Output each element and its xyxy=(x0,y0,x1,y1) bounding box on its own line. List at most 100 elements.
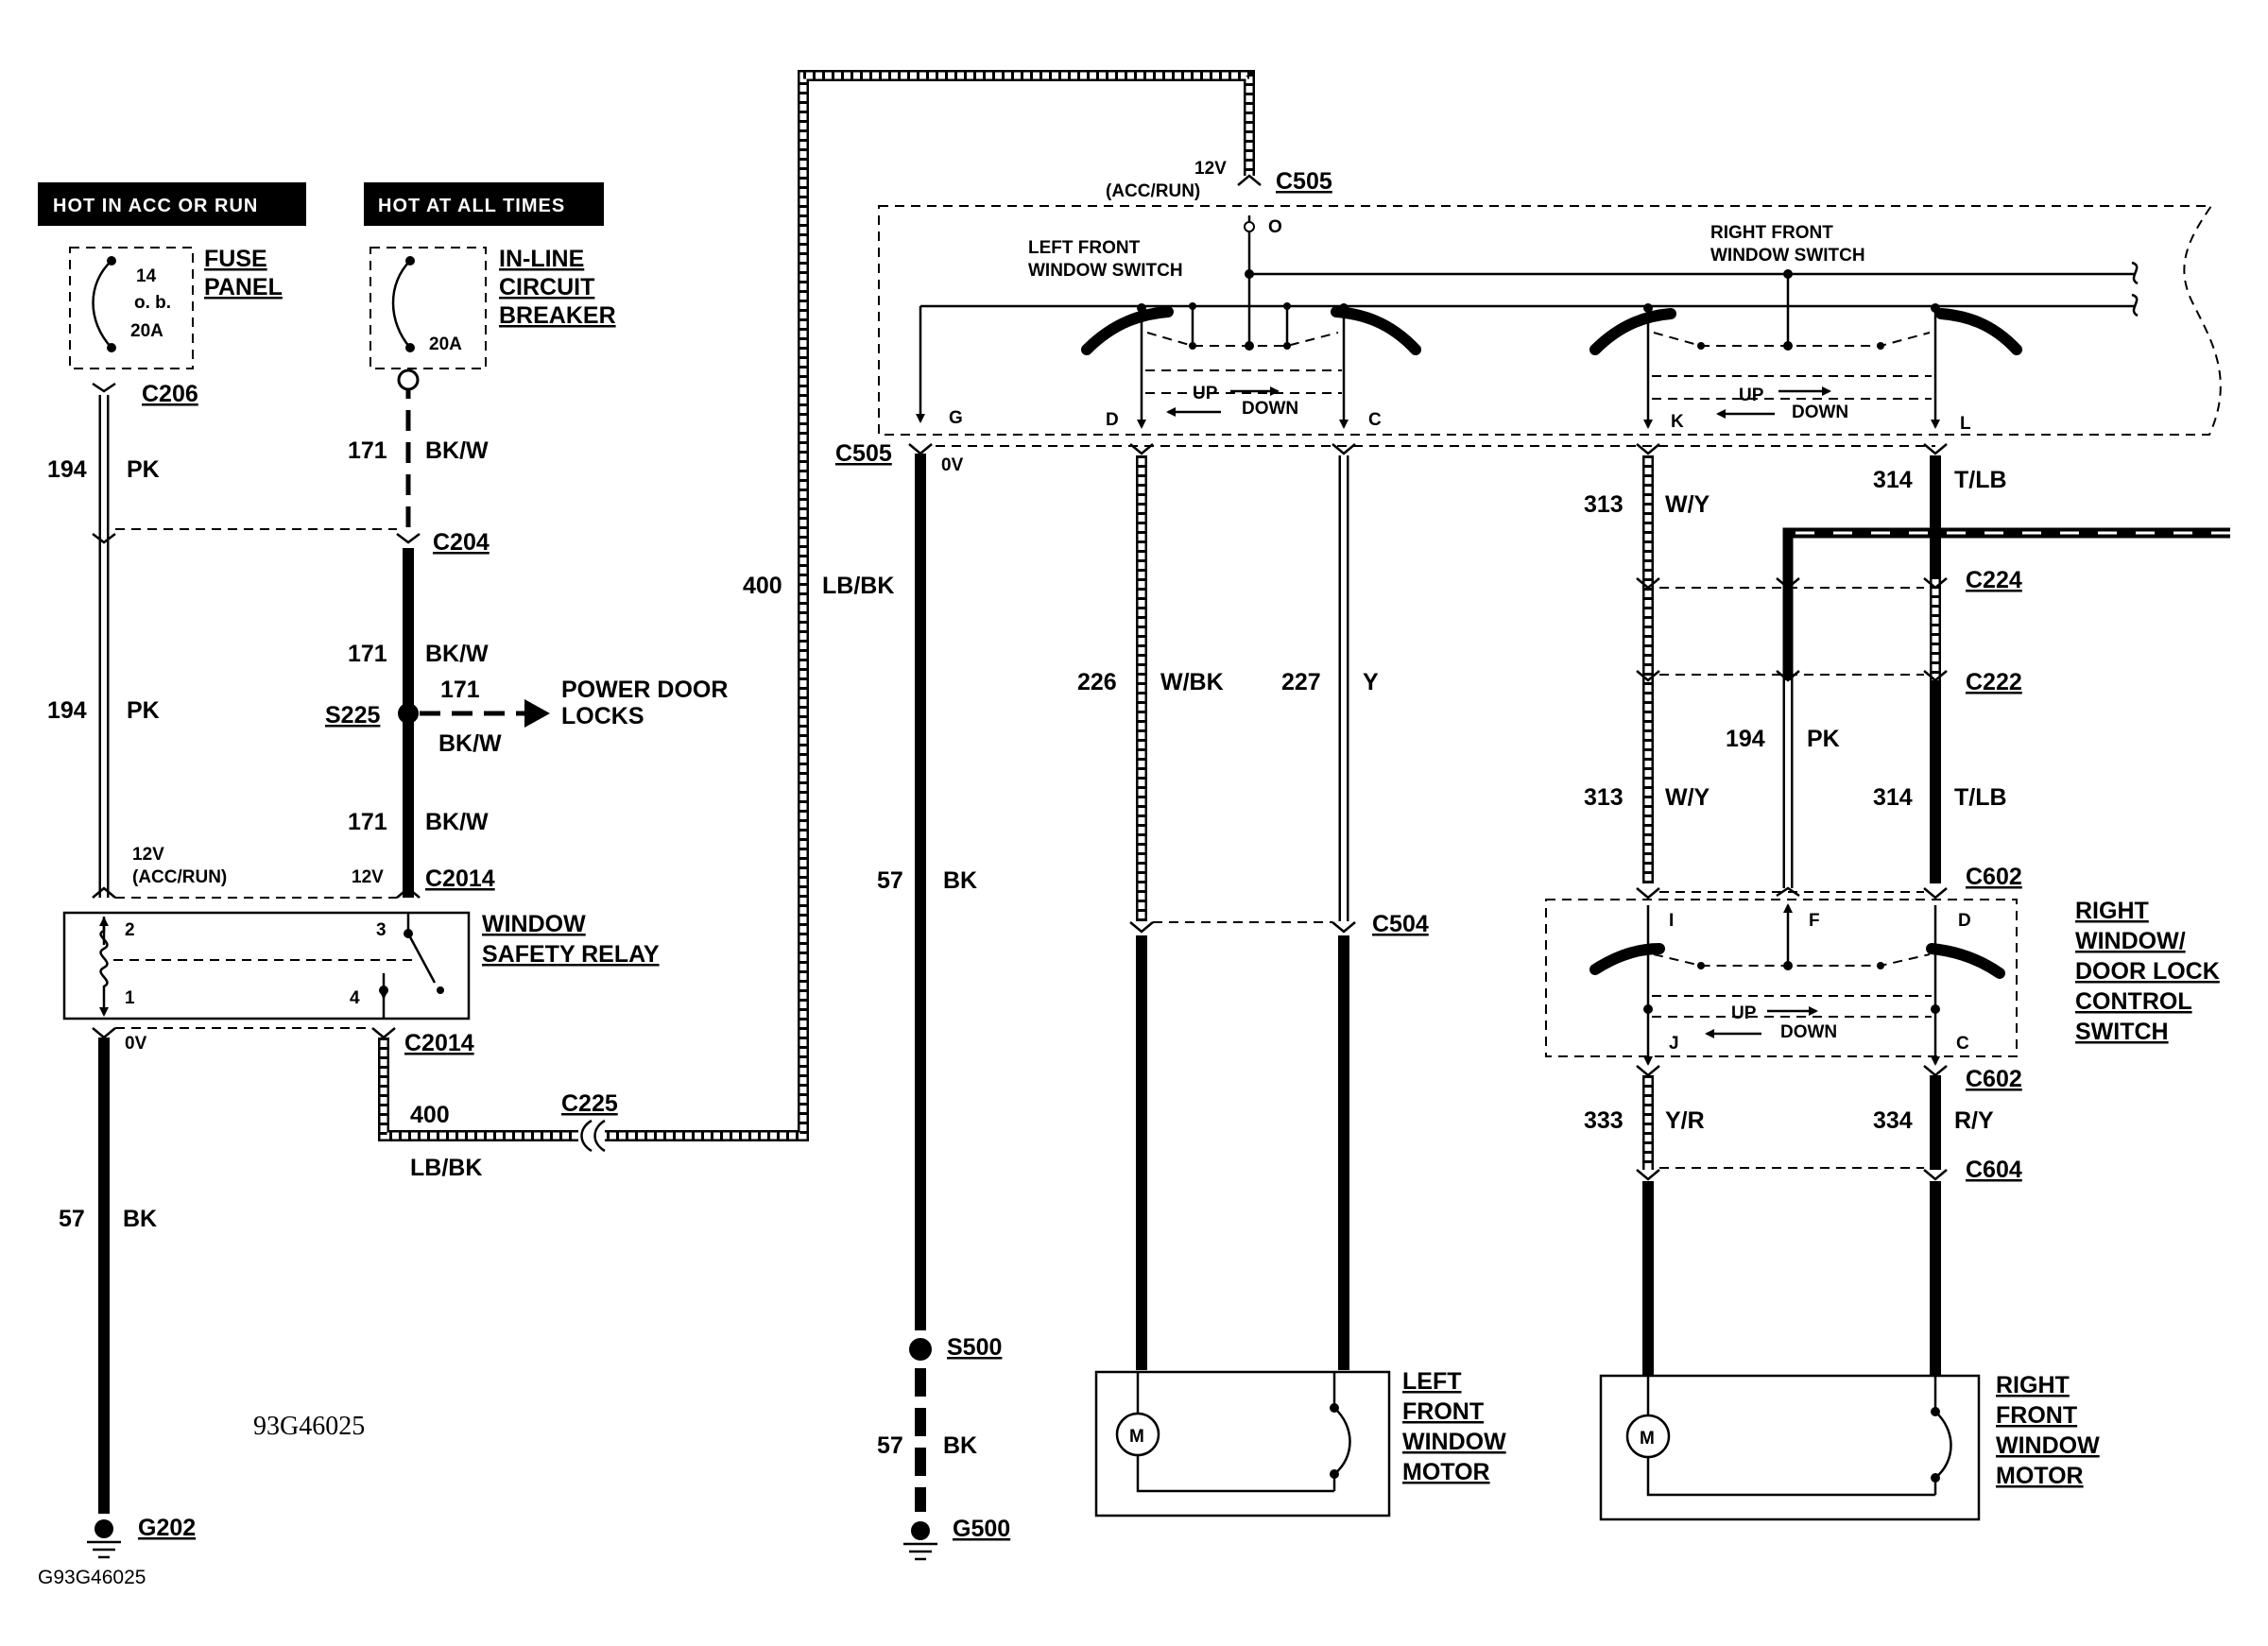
fuse-number: 14 xyxy=(136,266,157,286)
relay-12v-2: (ACC/RUN) xyxy=(132,867,227,887)
w334-color: R/Y xyxy=(1954,1107,1994,1134)
right-switch-down: DOWN xyxy=(1792,403,1848,422)
relay-pin4: 4 xyxy=(350,988,360,1008)
breaker-rating: 20A xyxy=(429,334,462,354)
c505-top-label: C505 xyxy=(1276,168,1332,195)
w194-right-num: 194 xyxy=(1726,726,1765,752)
power-door-locks-2: LOCKS xyxy=(561,703,644,729)
c225-connector xyxy=(578,1119,606,1153)
right-motor-title-4: MOTOR xyxy=(1996,1463,2084,1489)
right-switch-pin-k: K xyxy=(1671,412,1684,432)
c204-label: C204 xyxy=(433,529,490,556)
w313a-num: 313 xyxy=(1584,491,1624,518)
w171-branch-color: BK/W xyxy=(438,730,502,757)
fuse-rating: 20A xyxy=(130,321,163,341)
right-front-window-switch: UP DOWN K L xyxy=(1589,274,2022,434)
right-switch-up: UP xyxy=(1739,386,1764,405)
w171a-color: BK/W xyxy=(425,437,489,464)
c222-label: C222 xyxy=(1966,669,2022,695)
c602-top-label: C602 xyxy=(1966,864,2022,890)
left-switch-up: UP xyxy=(1193,384,1218,403)
c206-chevron xyxy=(92,382,116,393)
right-switch-title-1: RIGHT FRONT xyxy=(1710,223,1833,243)
master-switch-housing xyxy=(878,205,2222,436)
relay-pin2: 2 xyxy=(125,920,135,940)
window-safety-relay: 12V (ACC/RUN) 12V C2014 2 3 1 4 WINDOW S… xyxy=(62,845,660,1056)
c505-left-label: C505 xyxy=(835,440,892,467)
w314a-num: 314 xyxy=(1873,467,1913,493)
w194-right-color: PK xyxy=(1807,726,1840,752)
left-switch-pin-d: D xyxy=(1106,410,1119,430)
w314b-color: T/LB xyxy=(1954,784,2007,811)
w194a-color: PK xyxy=(127,456,160,483)
c225-label: C225 xyxy=(561,1090,618,1117)
w313a-color: W/Y xyxy=(1665,491,1710,518)
relay-12v-1: 12V xyxy=(132,845,164,865)
right-front-window-motor: M RIGHT FRONT WINDOW MOTOR xyxy=(1599,1372,2100,1521)
w333-num: 333 xyxy=(1584,1107,1624,1134)
c224-label: C224 xyxy=(1966,567,2022,593)
w226-color: W/BK xyxy=(1160,669,1224,695)
w333-color: Y/R xyxy=(1665,1107,1705,1134)
breaker-title-1: IN-LINE xyxy=(499,246,584,272)
w334-num: 334 xyxy=(1873,1107,1913,1134)
w57-left-color: BK xyxy=(123,1206,157,1232)
fuse-panel: 14 o. b. 20A FUSE PANEL xyxy=(69,246,283,369)
w57-mid-color: BK xyxy=(943,867,977,894)
w314a-color: T/LB xyxy=(1954,467,2007,493)
w57-left-num: 57 xyxy=(59,1206,85,1232)
door-switch-title-3: DOOR LOCK xyxy=(2075,958,2220,985)
relay-pin1: 1 xyxy=(125,988,135,1008)
right-motor-title-3: WINDOW xyxy=(1996,1432,2100,1459)
all-times-power-tag: HOT AT ALL TIMES xyxy=(364,182,604,226)
c2014-top-label: C2014 xyxy=(425,866,495,892)
c206-label: C206 xyxy=(142,381,198,407)
w314b-num: 314 xyxy=(1873,784,1913,811)
in-line-circuit-breaker: 20A IN-LINE CIRCUIT BREAKER xyxy=(369,246,616,369)
s225-splice xyxy=(398,703,419,724)
w313b-num: 313 xyxy=(1584,784,1624,811)
door-switch-pin-j: J xyxy=(1669,1034,1679,1054)
s225-label: S225 xyxy=(325,702,380,729)
continued-break xyxy=(2131,261,2139,317)
left-motor-title-1: LEFT xyxy=(1402,1368,1462,1395)
all-times-label: HOT AT ALL TIMES xyxy=(378,196,565,216)
w400-bottom-num: 400 xyxy=(410,1102,450,1128)
left-motor-title-2: FRONT xyxy=(1402,1398,1484,1425)
wire-171-bkw xyxy=(397,369,420,898)
c602-bottom-label: C602 xyxy=(1966,1066,2022,1092)
relay-title-2: SAFETY RELAY xyxy=(482,941,660,968)
w400-vertical-num: 400 xyxy=(743,573,782,599)
c504-label: C504 xyxy=(1372,911,1429,937)
g202-label: G202 xyxy=(138,1515,196,1541)
wire-57-bk-mid xyxy=(909,454,932,1512)
w171c-color: BK/W xyxy=(425,809,489,835)
right-motor-title-2: FRONT xyxy=(1996,1402,2077,1429)
relay-0v: 0V xyxy=(125,1034,147,1054)
w57-lower-num: 57 xyxy=(877,1432,903,1459)
left-switch-pin-g: G xyxy=(949,408,963,428)
w171b-num: 171 xyxy=(348,641,387,667)
breaker-title-2: CIRCUIT xyxy=(499,274,594,300)
w400-bottom-color: LB/BK xyxy=(410,1155,482,1181)
g202-ground-icon xyxy=(87,1519,121,1559)
left-motor-title-4: MOTOR xyxy=(1402,1459,1490,1485)
g500-ground-icon xyxy=(903,1521,937,1561)
right-motor-title-1: RIGHT xyxy=(1996,1372,2070,1398)
c505-0v: 0V xyxy=(941,455,964,475)
relay-title-1: WINDOW xyxy=(482,911,586,937)
door-switch-title-5: SWITCH xyxy=(2075,1019,2169,1045)
breaker-title-3: BREAKER xyxy=(499,302,616,329)
w194a-num: 194 xyxy=(47,456,87,483)
g500-label: G500 xyxy=(953,1516,1010,1542)
w171a-num: 171 xyxy=(348,437,387,464)
fuse-ob: o. b. xyxy=(134,293,171,313)
power-door-locks-1: POWER DOOR xyxy=(561,677,728,703)
relay-pin3: 3 xyxy=(376,920,387,940)
acc-run-label: HOT IN ACC OR RUN xyxy=(53,196,258,216)
left-switch-title-2: WINDOW SWITCH xyxy=(1028,261,1183,281)
left-motor-symbol: M xyxy=(1129,1427,1144,1447)
door-switch-pin-f: F xyxy=(1809,911,1820,931)
left-switch-down: DOWN xyxy=(1242,399,1298,419)
